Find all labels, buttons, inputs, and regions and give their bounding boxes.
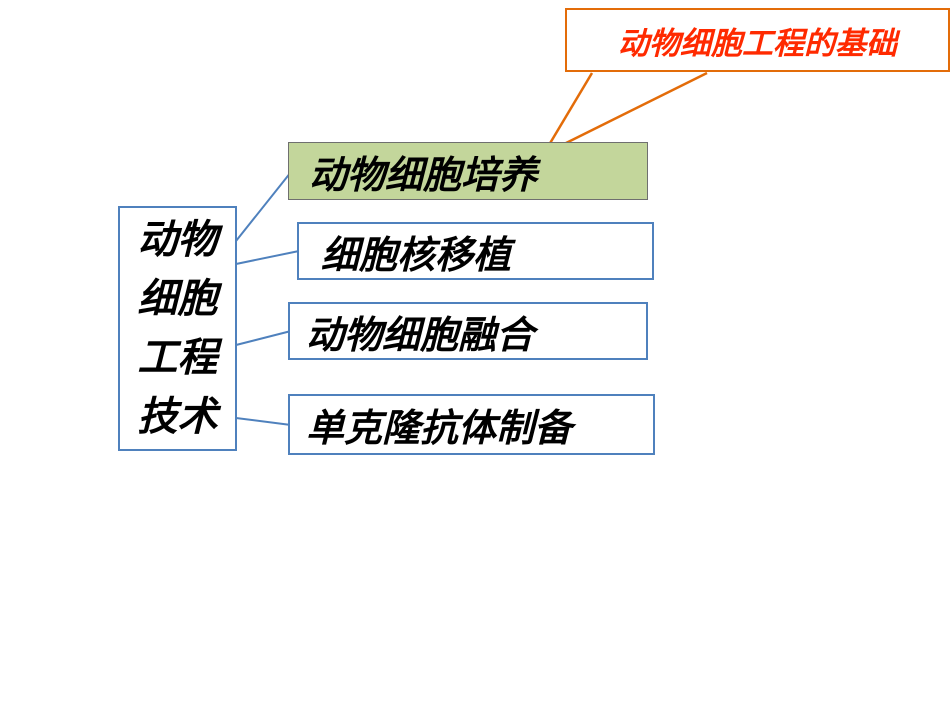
branch-label: 动物细胞融合 (306, 314, 535, 357)
branch-box-animal-cell-fusion: 动物细胞融合 (288, 302, 648, 360)
root-box: 动物 细胞 工程 技术 (118, 206, 237, 451)
callout-leader-line-1 (544, 72, 594, 151)
connector-line-branch-4 (235, 417, 292, 426)
callout-label: 动物细胞工程的基础 (618, 25, 897, 61)
branch-box-nuclear-transfer: 细胞核移植 (297, 222, 654, 280)
root-line-2: 细胞 (137, 276, 218, 321)
branch-box-animal-cell-culture: 动物细胞培养 (288, 142, 648, 200)
connector-line-branch-3 (235, 330, 292, 346)
callout-leader-line-2 (551, 71, 708, 152)
root-line-1: 动物 (137, 217, 218, 262)
branch-box-monoclonal-antibody: 单克隆抗体制备 (288, 394, 655, 455)
connector-line-branch-2 (235, 250, 300, 265)
root-line-3: 工程 (137, 335, 218, 380)
root-line-4: 技术 (137, 394, 218, 439)
callout-box: 动物细胞工程的基础 (565, 8, 950, 72)
branch-label: 细胞核移植 (321, 234, 512, 277)
branch-label: 单克隆抗体制备 (306, 408, 573, 450)
branch-label: 动物细胞培养 (309, 154, 538, 197)
connector-line-branch-1 (235, 171, 292, 242)
